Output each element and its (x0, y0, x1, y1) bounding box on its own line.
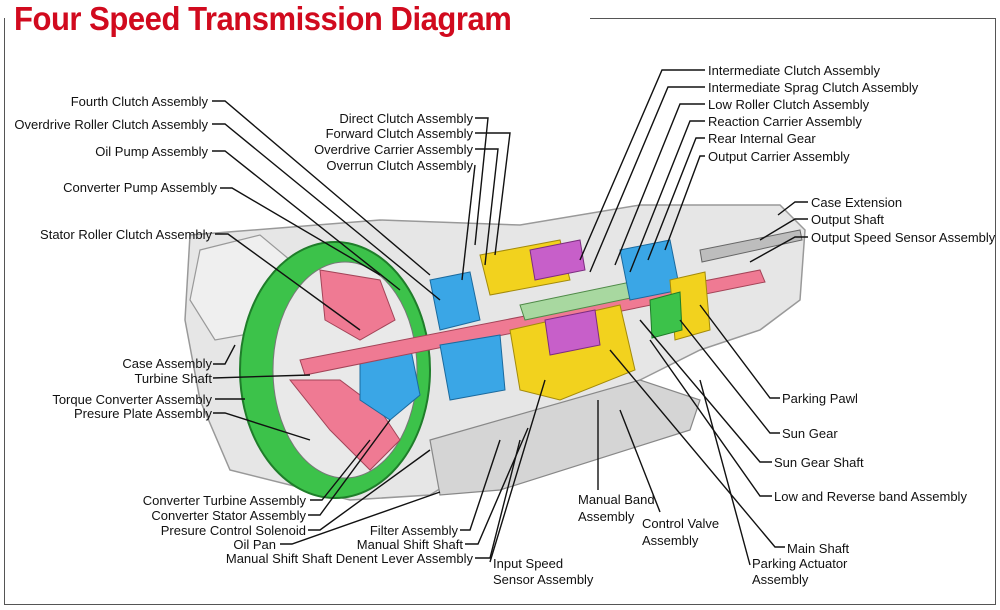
label-manual-shift-denent-lever: Manual Shift Shaft Denent Lever Assembly (225, 551, 473, 566)
label-overrun-clutch: Overrun Clutch Assembly (326, 158, 473, 173)
leader-sun-gear (679, 319, 780, 434)
leader-case (213, 344, 236, 365)
label-low-roller-clutch: Low Roller Clutch Assembly (708, 97, 870, 112)
leader-output-speed (749, 236, 808, 263)
label-low-reverse-band: Low and Reverse band Assembly (774, 489, 967, 504)
leader-forward-clutch (475, 132, 511, 256)
green-output-band (649, 291, 683, 339)
leader-control-valve (619, 409, 661, 513)
converter-turbine-shape (288, 379, 401, 471)
leader-intermediate-sprag (589, 86, 705, 273)
leader-reaction-carrier (629, 120, 705, 273)
label-parking-pawl: Parking Pawl (782, 391, 858, 406)
label-oil-pan: Oil Pan (233, 537, 276, 552)
leader-direct-clutch (474, 117, 489, 246)
label-forward-clutch: Forward Clutch Assembly (325, 126, 473, 141)
leader-sun-gear-shaft (639, 319, 772, 463)
leader-stator-roller (215, 233, 361, 331)
label-stator-roller-clutch: Stator Roller Clutch Assembly (40, 227, 212, 242)
label-case: Case Assembly (122, 356, 212, 371)
label-input-speed-2: Sensor Assembly (493, 572, 594, 587)
label-overdrive-roller-clutch: Overdrive Roller Clutch Assembly (14, 117, 208, 132)
oil-pan-shape (429, 379, 701, 496)
purple-clutch-1 (529, 239, 586, 281)
label-turbine-shaft: Turbine Shaft (134, 371, 212, 386)
label-converter-turbine: Converter Turbine Assembly (142, 493, 306, 508)
label-case-extension: Case Extension (811, 195, 903, 210)
leader-turbine-shaft (212, 374, 311, 379)
blue-clutch-1 (429, 271, 481, 331)
label-main-shaft: Main Shaft (787, 541, 850, 556)
leader-converter-pump (220, 187, 381, 276)
label-presure-control-solenoid: Presure Control Solenoid (160, 523, 306, 538)
label-parking-actuator-1: Parking Actuator (752, 556, 848, 571)
leader-converter-turbine (310, 439, 371, 501)
label-input-speed-1: Input Speed (493, 556, 564, 571)
leader-overdrive-carrier (475, 148, 499, 266)
label-overdrive-carrier: Overdrive Carrier Assembly (314, 142, 473, 157)
leader-fourth-clutch (212, 100, 431, 276)
leader-denent-lever (475, 439, 521, 559)
leader-manual-shift-shaft (465, 427, 529, 545)
label-rear-internal-gear: Rear Internal Gear (708, 131, 816, 146)
leader-intermediate-clutch (579, 69, 705, 261)
page-title: Four Speed Transmission Diagram (14, 0, 512, 37)
leader-main-shaft (609, 349, 785, 548)
yellow-clutch-2 (509, 304, 636, 401)
label-reaction-carrier: Reaction Carrier Assembly (708, 114, 862, 129)
label-intermediate-sprag: Intermediate Sprag Clutch Assembly (708, 80, 919, 95)
label-converter-pump: Converter Pump Assembly (63, 180, 217, 195)
leader-oil-pump (212, 150, 401, 291)
label-converter-stator: Converter Stator Assembly (151, 508, 306, 523)
leader-input-speed (489, 379, 546, 563)
leader-overrun-clutch (461, 164, 476, 281)
leader-converter-stator (308, 419, 391, 516)
label-output-carrier: Output Carrier Assembly (708, 149, 850, 164)
leader-parking-actuator (699, 379, 751, 566)
label-oil-pump: Oil Pump Assembly (95, 144, 208, 159)
leader-case-extension (777, 201, 808, 216)
label-control-valve-1: Control Valve (642, 516, 720, 531)
leader-presure-plate (213, 412, 311, 441)
label-intermediate-clutch: Intermediate Clutch Assembly (708, 63, 880, 78)
leader-filter (460, 439, 501, 531)
blue-clutch-2 (439, 334, 506, 401)
label-manual-band-1: Manual Band (578, 492, 655, 507)
leader-presure-control (308, 449, 431, 531)
leader-output-shaft (759, 218, 808, 241)
frame-bottom-line (4, 604, 996, 605)
leader-output-carrier (664, 155, 705, 251)
frame-left-line (4, 18, 5, 604)
purple-clutch-2 (544, 309, 601, 356)
leader-overdrive-roller (212, 123, 441, 301)
label-control-valve-2: Assembly (642, 533, 699, 548)
label-manual-band-2: Assembly (578, 509, 635, 524)
label-sun-gear: Sun Gear (782, 426, 838, 441)
converter-top-pink (319, 269, 396, 341)
leader-rear-internal-gear (647, 137, 705, 261)
label-sun-gear-shaft: Sun Gear Shaft (774, 455, 864, 470)
leader-parking-pawl (699, 304, 780, 399)
frame-right-line (995, 18, 996, 605)
label-manual-shift-shaft: Manual Shift Shaft (356, 537, 463, 552)
label-presure-plate: Presure Plate Assembly (73, 406, 212, 421)
label-direct-clutch: Direct Clutch Assembly (339, 111, 473, 126)
label-fourth-clutch: Fourth Clutch Assembly (70, 94, 208, 109)
label-torque-converter: Torque Converter Assembly (52, 392, 212, 407)
leader-low-roller (614, 103, 705, 266)
label-output-speed-sensor: Output Speed Sensor Assembly (811, 230, 996, 245)
frame-top-line (590, 18, 996, 19)
label-output-shaft: Output Shaft (811, 212, 884, 227)
label-parking-actuator-2: Assembly (752, 572, 809, 587)
leader-oil-pan (280, 491, 441, 545)
label-filter: Filter Assembly (369, 523, 458, 538)
leader-low-reverse (649, 339, 772, 497)
